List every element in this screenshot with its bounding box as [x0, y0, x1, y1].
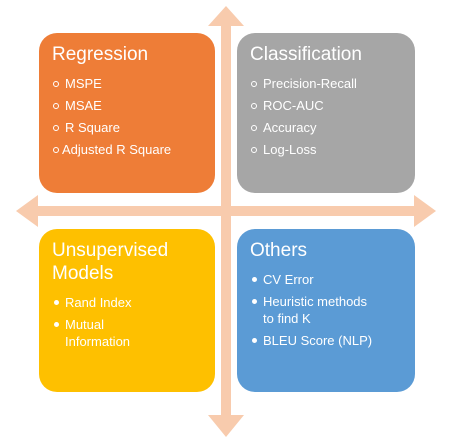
list-item: ROC-AUC	[250, 95, 403, 117]
others-metrics-list: CV Error Heuristic methods to find K BLE…	[250, 271, 403, 349]
others-quadrant: Others CV Error Heuristic methods to fin…	[237, 229, 415, 392]
list-item-text: Heuristic methods	[263, 294, 368, 309]
classification-metrics-list: Precision-Recall ROC-AUC Accuracy Log-Lo…	[250, 73, 403, 161]
classification-title: Classification	[250, 44, 362, 65]
unsupervised-metrics-list: Rand Index Mutual Information	[52, 294, 203, 350]
list-item-text: Rand Index	[65, 295, 132, 310]
list-item: Adjusted R Square	[52, 139, 203, 161]
list-item: Precision-Recall	[250, 73, 403, 95]
list-item: Accuracy	[250, 117, 403, 139]
list-item: CV Error	[250, 271, 403, 288]
unsupervised-title-line1: Unsupervised	[52, 240, 169, 261]
horizontal-axis-arrow	[16, 195, 436, 227]
regression-title: Regression	[52, 44, 149, 65]
unsupervised-title-line2: Models	[52, 263, 114, 284]
list-item: R Square	[52, 117, 203, 139]
list-item: Log-Loss	[250, 139, 403, 161]
list-item: MSAE	[52, 95, 203, 117]
vertical-axis-arrow	[208, 6, 244, 437]
regression-metrics-list: MSPE MSAE R Square Adjusted R Square	[52, 73, 203, 161]
list-item-text: CV Error	[263, 272, 314, 287]
list-item: MSPE	[52, 73, 203, 95]
list-item: BLEU Score (NLP)	[250, 332, 403, 349]
list-item: Mutual Information	[52, 316, 203, 350]
list-item-text: BLEU Score (NLP)	[263, 333, 373, 348]
list-item-text: to find K	[263, 311, 311, 326]
list-item: Rand Index	[52, 294, 203, 311]
list-item-text: Mutual	[65, 317, 105, 332]
list-item: Heuristic methods to find K	[250, 293, 403, 327]
classification-quadrant: Classification Precision-Recall ROC-AUC …	[237, 33, 415, 193]
list-item-text: Information	[65, 334, 131, 349]
others-title: Others	[250, 240, 308, 261]
unsupervised-title: Unsupervised Models	[52, 239, 203, 285]
unsupervised-quadrant: Unsupervised Models Rand Index Mutual In…	[39, 229, 215, 392]
regression-quadrant: Regression MSPE MSAE R Square Adjusted R…	[39, 33, 215, 193]
